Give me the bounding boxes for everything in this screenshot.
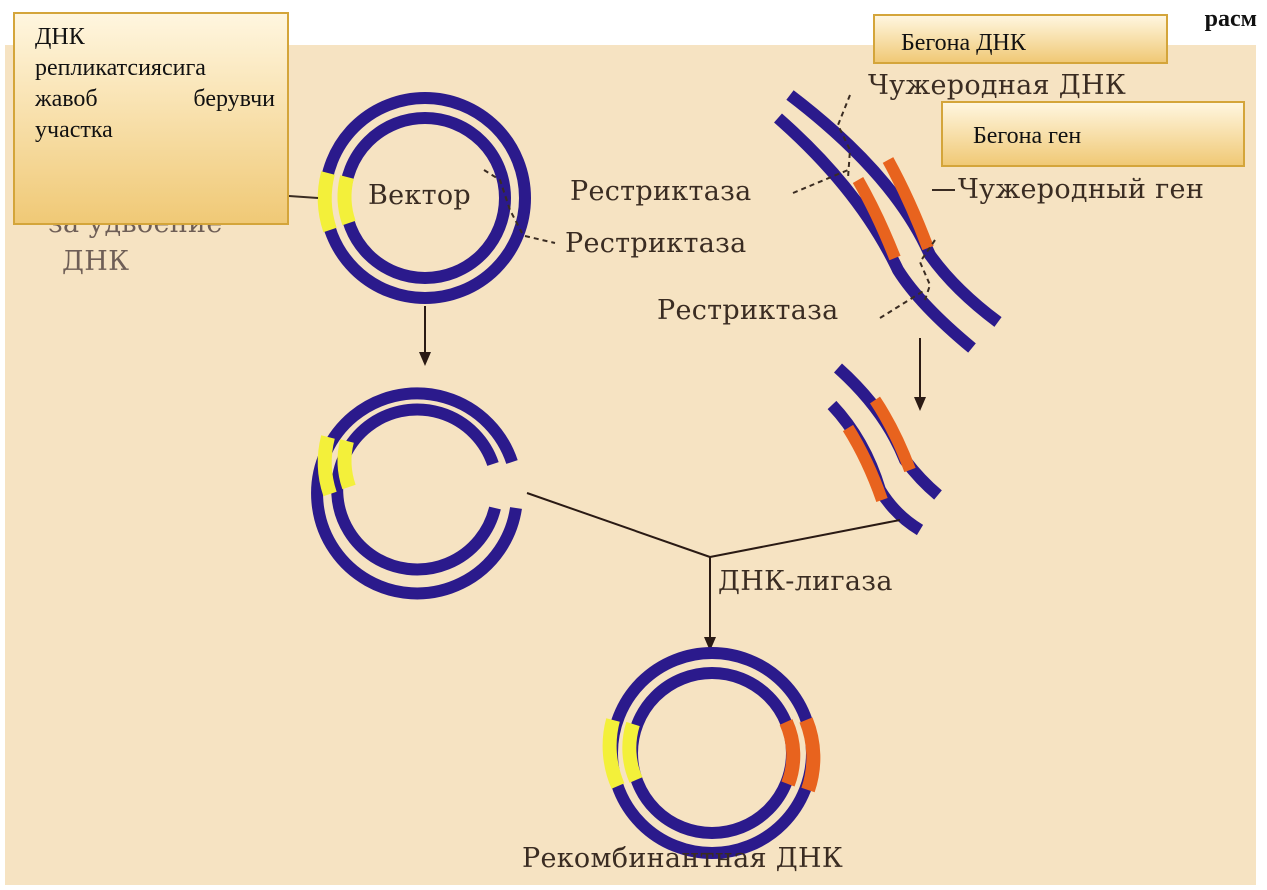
replication-callout-line4: участка [35,115,275,146]
restriktaza-left-label: Рестриктаза [570,176,752,207]
replication-callout: ДНК репликатсиясига жавоб берувчи участк… [13,12,289,225]
opened-vector-origin-inner [345,441,349,487]
arrow-vector-down [419,306,431,366]
vector-origin-inner [345,177,349,223]
recombinant-label: Рекомбинантная ДНК [522,843,843,874]
vector-origin-outer [325,173,330,230]
replication-callout-line3: жавоб берувчи [35,84,275,115]
restriktaza-bottom-label: Рестриктаза [657,295,839,326]
foreign-gene-callout: Бегона ген [941,101,1245,167]
opened-vector [317,393,516,593]
recombinant-plasmid [610,653,814,853]
opened-vector-origin-outer [325,437,330,494]
recombinant-inner-strand [632,673,792,833]
arrow-foreign-down [914,338,926,411]
opened-vector-outer [317,393,516,593]
doubling-label-line2: ДНК [62,246,129,277]
vector-label: Вектор [368,180,471,211]
replication-callout-line1: ДНК [35,22,275,53]
recombinant-outer-strand [612,653,812,853]
origin-pointer [289,196,318,198]
recombinant-gene-inner [786,722,793,784]
replication-callout-line2: репликатсиясига [35,53,275,84]
restriktaza-vector-label: Рестриктаза [565,228,747,259]
recombinant-origin-inner [629,724,636,780]
dna-ligase-label: ДНК-лигаза [718,566,893,597]
fragment-gene-a [875,400,910,470]
restriktaza-vector-pointer [525,236,555,243]
recombinant-gene-outer [806,720,813,790]
foreign-gene-ru-label: Чужеродный ген [958,174,1204,205]
foreign-dna-ru-label: Чужеродная ДНК [868,70,1126,101]
foreign-fragment [832,368,938,530]
opened-vector-inner [337,409,495,569]
foreign-dna-callout: Бегона ДНК [873,14,1168,64]
figure-label: расм [1205,6,1257,33]
